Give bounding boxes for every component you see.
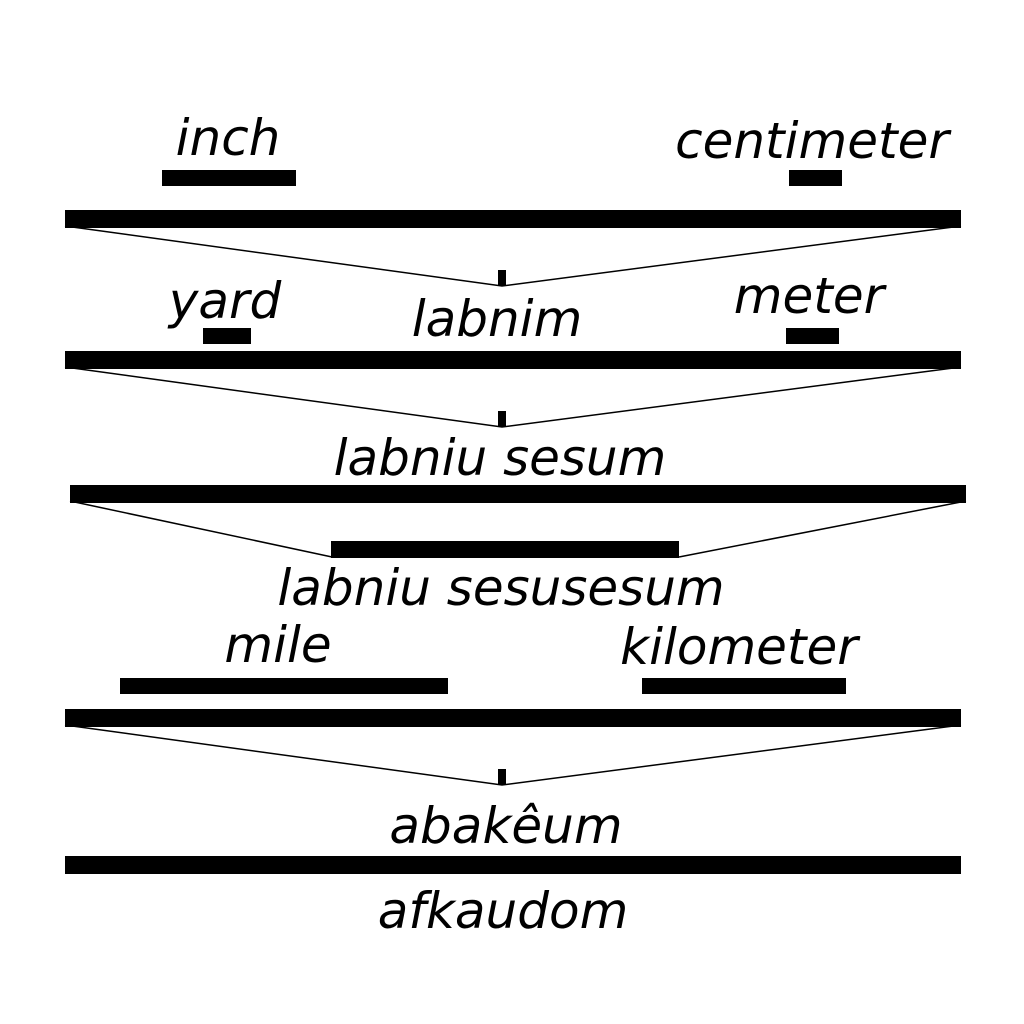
label-kilometer: kilometer — [620, 618, 861, 676]
bar-mile — [120, 678, 448, 694]
scale-line-1 — [65, 210, 961, 228]
label-centimeter: centimeter — [675, 112, 952, 170]
bar-yard — [203, 328, 251, 344]
label-labniu-sesum: labniu sesum — [334, 429, 667, 487]
scale-line-4 — [65, 709, 961, 727]
label-labnim: labnim — [412, 290, 583, 348]
label-mile: mile — [224, 616, 331, 674]
scale-line-5 — [65, 856, 961, 874]
zoom-funnel-3 — [69, 500, 967, 558]
label-yard: yard — [167, 272, 282, 330]
tick-1 — [498, 270, 506, 286]
tick-2 — [498, 411, 506, 427]
zoom-funnel-4 — [64, 724, 962, 786]
bar-labniu-sesum — [331, 541, 679, 558]
label-meter: meter — [734, 267, 888, 325]
tick-4 — [498, 769, 506, 785]
label-abakeum: abakêum — [389, 797, 622, 855]
zoom-funnel-2 — [64, 366, 962, 428]
label-labniu-sesusesum: labniu sesusesum — [277, 559, 724, 617]
scale-line-2 — [65, 351, 961, 369]
label-afkaudom: afkaudom — [378, 882, 629, 940]
bar-meter — [786, 328, 839, 344]
bar-centimeter — [789, 170, 842, 186]
bar-kilometer — [642, 678, 846, 694]
scale-line-3 — [70, 485, 966, 503]
bar-inch — [162, 170, 296, 186]
label-inch: inch — [176, 109, 281, 167]
